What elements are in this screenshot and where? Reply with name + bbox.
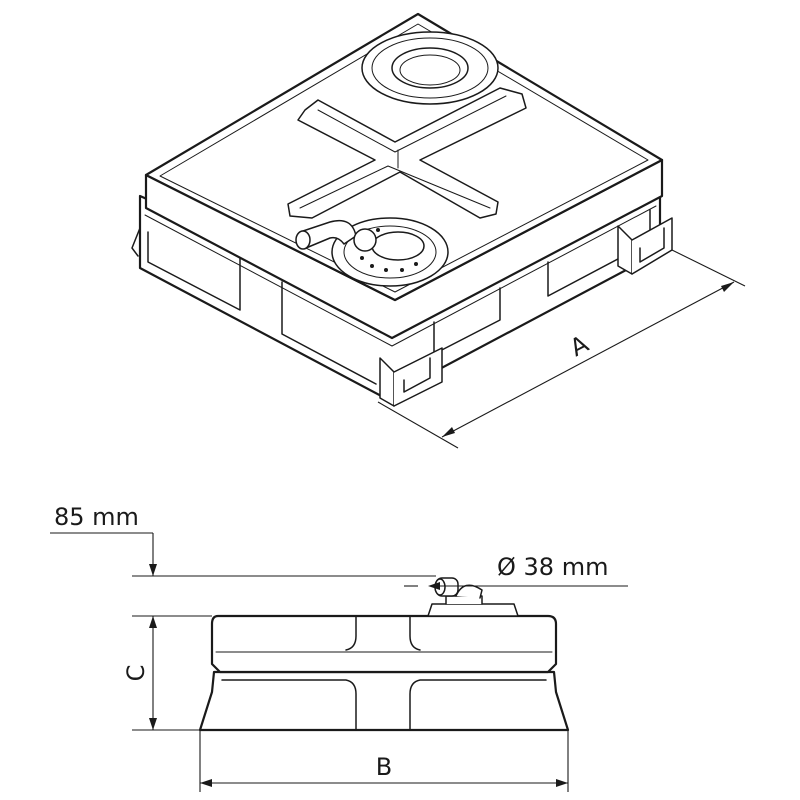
isometric-tank-view: A — [131, 12, 746, 449]
side-outlet-fitting — [427, 577, 519, 617]
tank-inlet-opening — [361, 31, 499, 105]
side-upper-body — [210, 614, 558, 674]
dimension-b-label: B — [376, 753, 392, 781]
height-offset-label: 85 mm — [54, 503, 139, 531]
dimension-c-label: C — [122, 665, 150, 682]
outlet-diameter-label: Ø 38 mm — [497, 553, 608, 581]
pump-fitting — [295, 217, 449, 287]
dimension-a-label: A — [565, 329, 593, 362]
side-elevation-view: C 85 mm Ø 38 mm B — [50, 503, 628, 792]
